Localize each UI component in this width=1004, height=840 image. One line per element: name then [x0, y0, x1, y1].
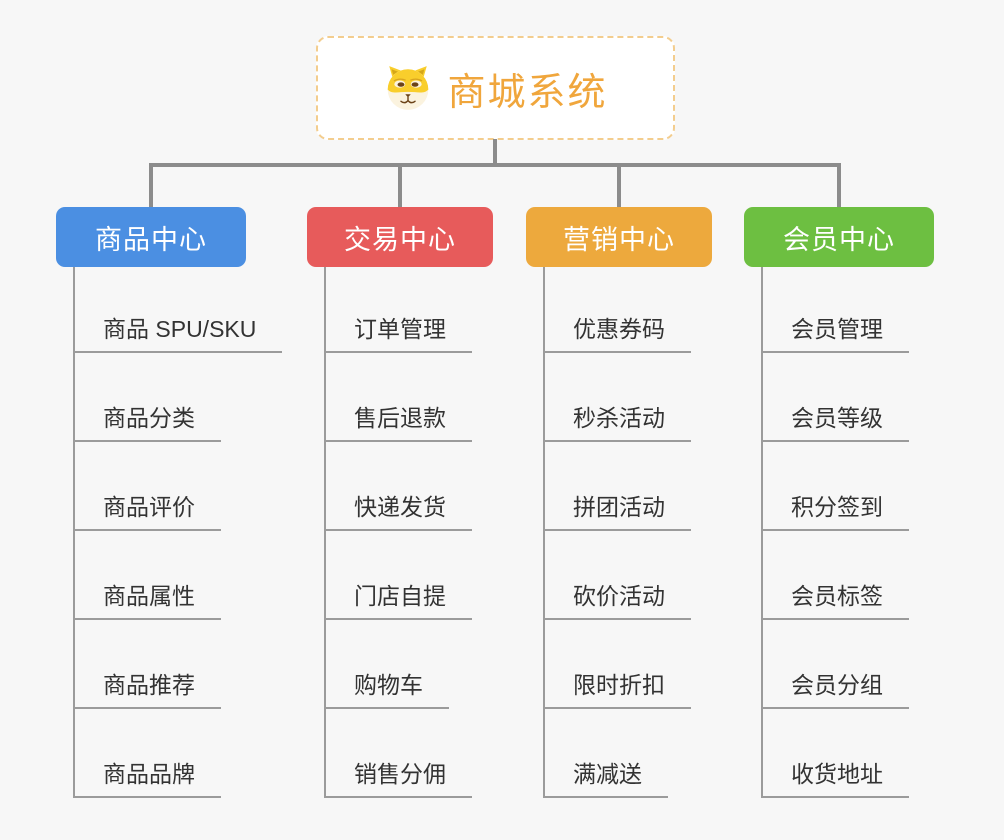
leaf-node[interactable]: 门店自提 — [324, 583, 472, 620]
leaf-node[interactable]: 商品评价 — [73, 494, 221, 531]
leaf-node[interactable]: 售后退款 — [324, 405, 472, 442]
leaf-node[interactable]: 商品推荐 — [73, 672, 221, 709]
leaf-node[interactable]: 砍价活动 — [543, 583, 691, 620]
leaf-node[interactable]: 拼团活动 — [543, 494, 691, 531]
connector-root-stem — [493, 139, 497, 167]
leaf-connector-line — [543, 267, 545, 798]
leaf-node[interactable]: 会员管理 — [761, 316, 909, 353]
leaf-node[interactable]: 优惠券码 — [543, 316, 691, 353]
leaf-node[interactable]: 快递发货 — [324, 494, 472, 531]
connector-drop-4 — [837, 163, 841, 209]
leaf-node[interactable]: 会员分组 — [761, 672, 909, 709]
branch-trade-center: 交易中心 订单管理 售后退款 快递发货 门店自提 购物车 销售分佣 — [307, 207, 537, 817]
leaf-connector-line — [73, 267, 75, 798]
branch-product-center: 商品中心 商品 SPU/SKU 商品分类 商品评价 商品属性 商品推荐 商品品牌 — [56, 207, 306, 817]
connector-drop-2 — [398, 163, 402, 209]
branch-header-trade-center[interactable]: 交易中心 — [307, 207, 493, 267]
branch-marketing-center: 营销中心 优惠券码 秒杀活动 拼团活动 砍价活动 限时折扣 满减送 — [526, 207, 756, 817]
connector-spine — [149, 163, 841, 167]
leaf-node[interactable]: 秒杀活动 — [543, 405, 691, 442]
branch-member-center: 会员中心 会员管理 会员等级 积分签到 会员标签 会员分组 收货地址 — [744, 207, 994, 817]
leaf-node[interactable]: 商品品牌 — [73, 761, 221, 798]
dog-face-icon — [388, 66, 429, 110]
leaf-node[interactable]: 销售分佣 — [324, 761, 472, 798]
leaf-node[interactable]: 购物车 — [324, 672, 449, 709]
connector-drop-3 — [617, 163, 621, 209]
branch-header-marketing-center[interactable]: 营销中心 — [526, 207, 712, 267]
leaf-node[interactable]: 会员等级 — [761, 405, 909, 442]
leaf-node[interactable]: 订单管理 — [324, 316, 472, 353]
root-node[interactable]: 商城系统 — [316, 36, 675, 140]
branch-header-member-center[interactable]: 会员中心 — [744, 207, 934, 267]
root-title: 商城系统 — [447, 71, 608, 114]
leaf-node[interactable]: 商品分类 — [73, 405, 221, 442]
leaf-node[interactable]: 商品属性 — [73, 583, 221, 620]
leaf-node[interactable]: 商品 SPU/SKU — [73, 316, 283, 353]
connector-drop-1 — [149, 163, 153, 209]
leaf-node[interactable]: 限时折扣 — [543, 672, 691, 709]
leaf-connector-line — [324, 267, 326, 798]
leaf-node[interactable]: 收货地址 — [761, 761, 909, 798]
leaf-connector-line — [761, 267, 763, 798]
branch-header-product-center[interactable]: 商品中心 — [56, 207, 246, 267]
leaf-node[interactable]: 会员标签 — [761, 583, 909, 620]
leaf-node[interactable]: 积分签到 — [761, 494, 909, 531]
leaf-node[interactable]: 满减送 — [543, 761, 668, 798]
